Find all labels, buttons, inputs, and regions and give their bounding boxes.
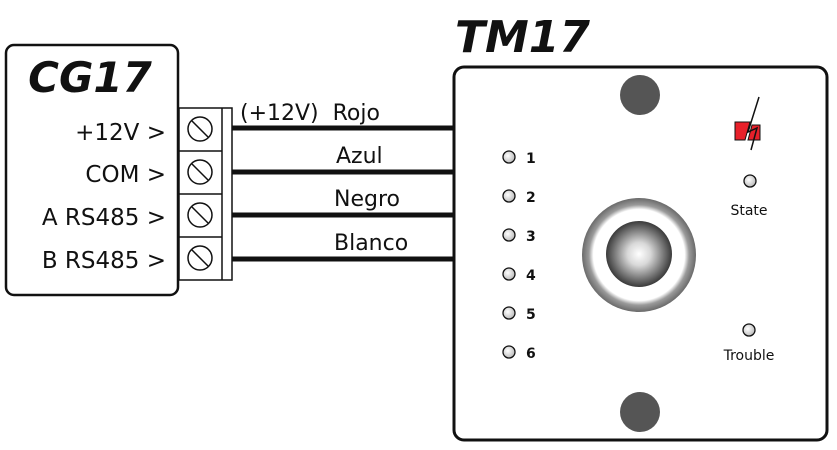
- mounting-screw-bottom-icon: [620, 392, 660, 432]
- screw-icon: [187, 202, 213, 228]
- controller-box: [4, 43, 180, 297]
- screw-icon: [187, 116, 213, 142]
- controller-title: CG17: [28, 53, 153, 102]
- trouble-indicator: Trouble: [723, 323, 775, 364]
- module-title: TM17: [455, 12, 590, 63]
- led-6: 6: [502, 345, 536, 362]
- module-tm17: TM17 1 2 3 4 5 6 State: [452, 12, 829, 442]
- led-1: 1: [502, 150, 536, 167]
- controller-cg17: CG17 +12V > COM > A RS485 > B RS485 >: [4, 43, 180, 297]
- terminal-label-12v: +12V >: [75, 120, 166, 146]
- led-2: 2: [502, 189, 536, 206]
- mounting-screw-top-icon: [620, 75, 660, 115]
- screw-icon: [187, 245, 213, 271]
- led-label: 4: [526, 268, 536, 284]
- terminal-label-a-rs485: A RS485 >: [42, 205, 166, 231]
- trouble-label: Trouble: [723, 348, 775, 364]
- trouble-led: [742, 323, 756, 337]
- led-label: 1: [526, 151, 536, 167]
- led-5: 5: [502, 306, 536, 323]
- button-cap[interactable]: [606, 221, 672, 287]
- led-label: 6: [526, 346, 536, 362]
- central-button[interactable]: [582, 198, 696, 312]
- brand-logo-icon: [734, 96, 761, 151]
- wires: (+12V) Rojo Azul Negro Blanco: [232, 101, 455, 262]
- terminal-label-com: COM >: [85, 162, 166, 188]
- terminal-label-b-rs485: B RS485 >: [42, 248, 166, 274]
- state-led: [743, 174, 757, 188]
- state-indicator: State: [730, 174, 768, 219]
- wire-label-negro: Negro: [334, 187, 400, 212]
- wire-label-blanco: Blanco: [334, 231, 408, 256]
- led-4: 4: [502, 267, 536, 284]
- wire-label-azul: Azul: [336, 144, 383, 169]
- screw-icon: [187, 159, 213, 185]
- state-label: State: [730, 203, 767, 219]
- led-label: 5: [526, 307, 536, 323]
- led-label: 2: [526, 190, 536, 206]
- led-3: 3: [502, 228, 536, 245]
- terminal-block: [178, 107, 233, 281]
- led-label: 3: [526, 229, 536, 245]
- zone-leds: 1 2 3 4 5 6: [502, 150, 536, 362]
- wire-label-rojo: (+12V) Rojo: [240, 101, 380, 126]
